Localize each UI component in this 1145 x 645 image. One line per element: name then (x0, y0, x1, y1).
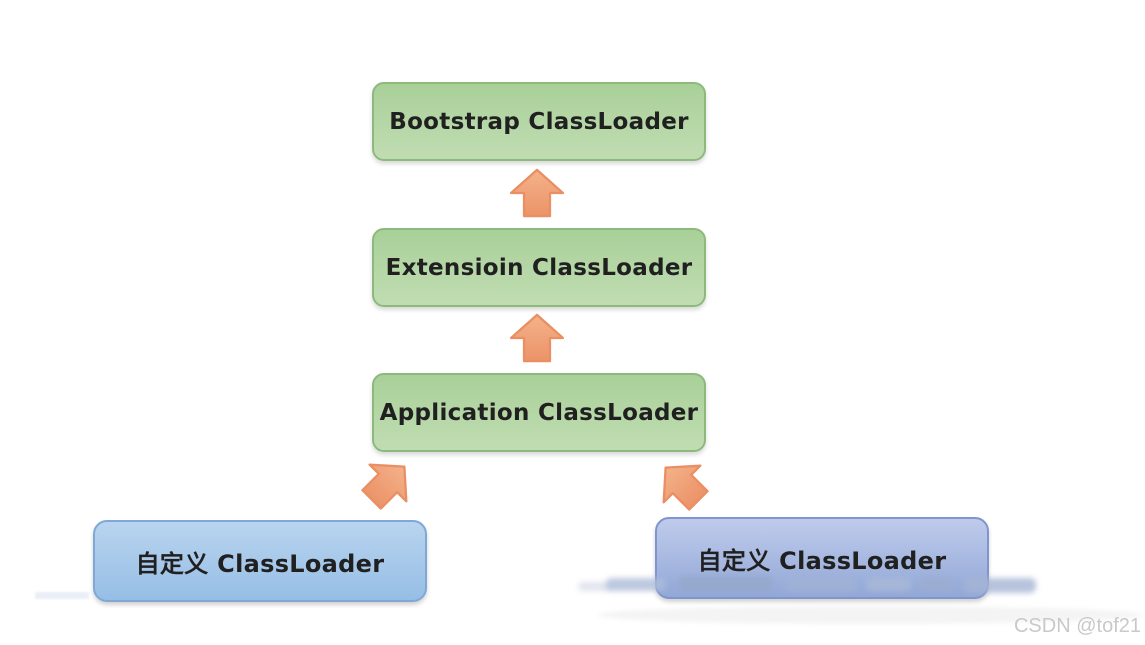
node-custom-classloader-left: 自定义 ClassLoader (93, 520, 427, 602)
node-bootstrap-classloader: Bootstrap ClassLoader (372, 82, 706, 161)
up-arrow-icon (509, 313, 565, 363)
node-label: 自定义 ClassLoader (135, 549, 385, 578)
node-label: Application ClassLoader (379, 399, 699, 426)
smudge-blob (964, 578, 1036, 593)
up-right-arrow-icon (361, 463, 408, 510)
smudge-blob (920, 577, 954, 591)
watermark: CSDN @tof21 (1013, 615, 1141, 637)
node-application-classloader: Application ClassLoader (372, 373, 706, 452)
node-label: Extensioin ClassLoader (385, 254, 693, 281)
node-extension-classloader: Extensioin ClassLoader (372, 228, 706, 307)
smudge-blob (606, 578, 666, 591)
node-label: 自定义 ClassLoader (697, 546, 947, 575)
smudge-blob (786, 577, 856, 592)
blur-smudge-artifact (578, 572, 1048, 608)
up-arrow-icon (509, 168, 565, 218)
faint-smudge-band (598, 606, 1143, 624)
faint-edge-artifact (35, 592, 89, 599)
smudge-blob (578, 582, 612, 591)
up-left-arrow-icon (662, 464, 709, 511)
smudge-blob (866, 578, 911, 591)
smudge-blob (678, 576, 773, 592)
node-label: Bootstrap ClassLoader (389, 108, 689, 135)
